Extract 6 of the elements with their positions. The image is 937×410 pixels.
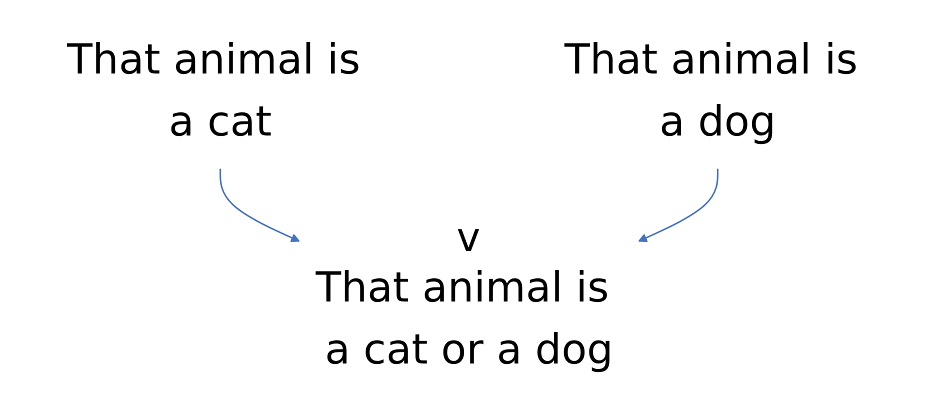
node-text: That animal is a cat or a dog [315,264,613,374]
node-text: That animal is a dog [564,36,858,146]
node-text: That animal is a cat [66,36,360,146]
disjunction-symbol: v [456,215,480,261]
arrow [638,168,718,242]
arrow [219,168,300,242]
